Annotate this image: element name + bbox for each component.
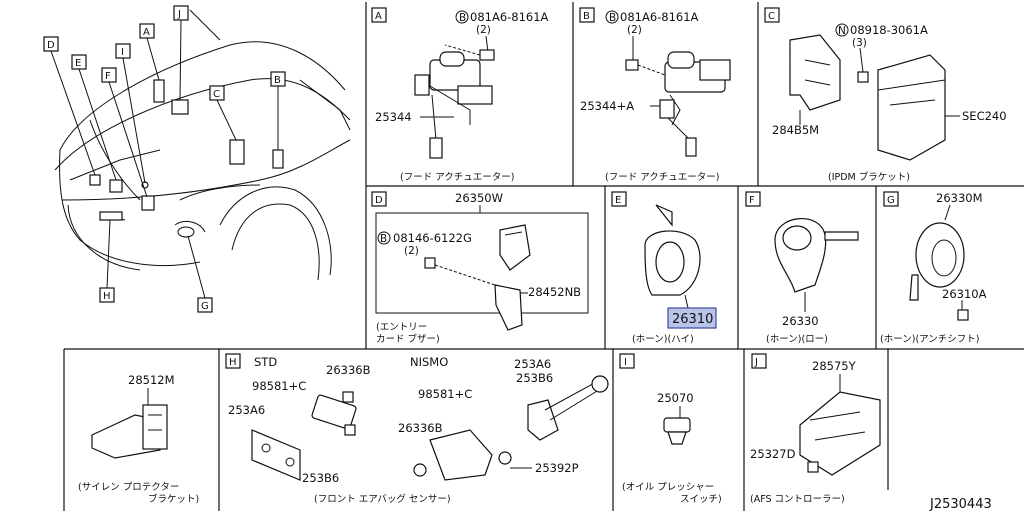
svg-text:B: B	[609, 12, 616, 24]
panel-siren: 28512M (サイレン プロテクター ブラケット)	[78, 373, 199, 505]
panel-g-part-side: 26310A	[942, 287, 987, 301]
callout-F: F	[101, 67, 148, 198]
panel-f-part: 26330	[782, 314, 819, 328]
panel-g: G 26330M 26310A (ホーン)(アンチシフト)	[880, 191, 987, 345]
svg-text:(3): (3)	[852, 37, 867, 49]
panel-d-part-side: 28452NB	[528, 285, 581, 299]
panel-b-part: 25344+A	[580, 99, 634, 113]
svg-text:(2): (2)	[627, 24, 642, 36]
panel-siren-part: 28512M	[128, 373, 175, 387]
svg-text:E: E	[75, 58, 81, 69]
callout-G: G	[187, 235, 213, 313]
panel-d-caption-2: カード ブザー)	[376, 333, 440, 345]
callout-D: D	[43, 36, 96, 176]
panel-c-bracket: 284B5M	[772, 123, 819, 137]
panel-g-part-top: 26330M	[936, 191, 983, 205]
panel-j-part-top: 28575Y	[812, 359, 857, 373]
svg-text:26336B: 26336B	[326, 363, 371, 377]
svg-text:253B6: 253B6	[302, 471, 339, 485]
panel-f-letter: F	[749, 195, 755, 206]
svg-text:26336B: 26336B	[398, 421, 443, 435]
panel-i-caption-1: (オイル プレッシャー	[622, 482, 714, 493]
callout-B: B	[270, 71, 286, 150]
panel-a: A B 081A6-8161A (2) 25344 (フード アクチュエーター)	[371, 7, 549, 183]
svg-text:(2): (2)	[404, 245, 419, 257]
panel-c-nut: 08918-3061A	[850, 23, 928, 37]
svg-text:H: H	[103, 291, 111, 302]
panel-i-caption-2: スイッチ)	[680, 494, 722, 505]
panel-j-letter: J	[754, 357, 758, 368]
panel-h-nismo: NISMO	[410, 355, 448, 369]
svg-text:253B6: 253B6	[516, 371, 553, 385]
svg-text:98581+C: 98581+C	[418, 387, 472, 401]
svg-text:B: B	[380, 233, 387, 245]
panel-j-caption: (AFS コントローラー)	[750, 494, 845, 505]
callout-H: H	[99, 219, 115, 303]
panel-c-sec: SEC240	[962, 109, 1007, 123]
panel-a-bolt: 081A6-8161A	[470, 10, 549, 24]
svg-text:25392P: 25392P	[535, 461, 579, 475]
callout-E: E	[71, 54, 117, 181]
panel-e: E 26310 (ホーン)(ハイ)	[611, 191, 717, 345]
svg-text:I: I	[121, 47, 124, 58]
panel-f: F 26330 (ホーン)(ロー)	[745, 191, 859, 345]
panel-e-part: 26310	[672, 312, 713, 327]
panel-b: B B 081A6-8161A (2) 25344+A (フード アクチュエータ…	[579, 7, 731, 183]
svg-text:B: B	[459, 12, 466, 24]
svg-text:253A6: 253A6	[228, 403, 265, 417]
panel-f-caption: (ホーン)(ロー)	[766, 334, 828, 345]
callout-J: J	[173, 5, 189, 101]
panel-d-caption-1: (エントリー	[376, 322, 427, 333]
svg-text:F: F	[105, 71, 111, 82]
panel-d-letter: D	[375, 195, 383, 206]
panel-g-caption: (ホーン)(アンチシフト)	[880, 334, 979, 345]
panel-siren-caption-2: ブラケット)	[148, 493, 199, 505]
panel-a-caption: (フード アクチュエーター)	[400, 172, 514, 183]
svg-text:B: B	[274, 75, 281, 86]
panel-i: I 25070 (オイル プレッシャー スイッチ)	[619, 353, 722, 505]
svg-text:J: J	[177, 9, 181, 20]
panel-i-letter: I	[624, 357, 627, 368]
svg-text:98581+C: 98581+C	[252, 379, 306, 393]
panel-d-bolt: 08146-6122G	[393, 231, 472, 245]
part-26310-highlight	[667, 307, 717, 329]
panel-g-letter: G	[887, 195, 895, 206]
panel-d: D 26350W B 08146-6122G (2) 28452NB (エントリ…	[371, 191, 589, 345]
panel-e-caption: (ホーン)(ハイ)	[632, 334, 694, 345]
panel-b-bolt: 081A6-8161A	[620, 10, 699, 24]
panel-a-letter: A	[375, 11, 382, 22]
callout-A: A	[139, 23, 160, 81]
panel-d-part-top: 26350W	[455, 191, 503, 205]
panel-a-part: 25344	[375, 110, 412, 124]
callout-C: C	[209, 85, 237, 141]
panel-c-letter: C	[768, 11, 775, 22]
svg-text:253A6: 253A6	[514, 357, 551, 371]
panel-j-part-side: 25327D	[750, 447, 796, 461]
panel-i-part: 25070	[657, 391, 694, 405]
svg-text:A: A	[143, 27, 150, 38]
panel-e-letter: E	[615, 195, 621, 206]
car-overview	[54, 9, 351, 281]
callout-I: I	[115, 43, 146, 184]
panel-h-std: STD	[254, 355, 277, 369]
panel-siren-caption-1: (サイレン プロテクター	[78, 482, 179, 493]
panel-c: C N 08918-3061A (3) SEC240 284B5M (IPDM …	[764, 7, 1007, 183]
panel-c-caption: (IPDM ブラケット)	[828, 171, 910, 183]
panel-b-letter: B	[583, 11, 590, 22]
panel-h: H STD NISMO 26336B 98581+C 253A6 253B6 9…	[225, 353, 609, 505]
overview-callouts: D E F I A J C B H G	[43, 5, 286, 313]
svg-text:D: D	[47, 40, 55, 51]
svg-text:N: N	[838, 25, 846, 37]
svg-text:C: C	[213, 89, 220, 100]
panel-h-letter: H	[229, 357, 237, 368]
panel-grid	[63, 2, 1024, 511]
panel-h-caption: (フロント エアバッグ センサー)	[314, 493, 451, 505]
svg-text:G: G	[201, 301, 209, 312]
diagram-id: J2530443	[929, 497, 992, 511]
panel-j: J 28575Y 25327D (AFS コントローラー)	[750, 353, 881, 505]
panel-b-caption: (フード アクチュエーター)	[605, 172, 719, 183]
svg-text:(2): (2)	[476, 24, 491, 36]
